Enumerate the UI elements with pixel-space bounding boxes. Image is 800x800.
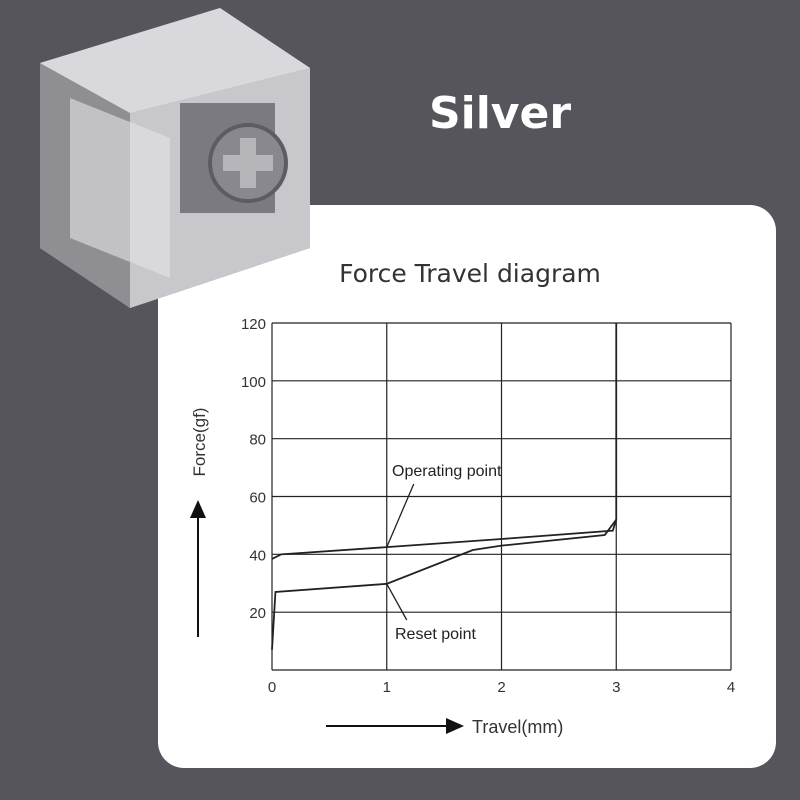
reset-point-leader	[386, 583, 408, 621]
x-axis-label: Travel(mm)	[472, 717, 563, 737]
y-axis-label-group: Force(gf)	[190, 408, 209, 637]
y-tick-label: 60	[249, 490, 266, 507]
chart-card	[158, 205, 776, 768]
x-tick-label: 1	[383, 679, 391, 696]
y-tick-label: 80	[249, 432, 266, 449]
operating-curve	[271, 323, 618, 560]
y-tick-label: 120	[241, 316, 266, 333]
x-tick-label: 4	[727, 679, 735, 696]
reset-curve	[271, 519, 617, 650]
arrow-up-icon	[190, 500, 206, 518]
y-tick-label: 100	[241, 374, 266, 391]
x-tick-label: 0	[268, 679, 276, 696]
y-axis-label: Force(gf)	[190, 408, 209, 477]
arrow-right-icon	[446, 718, 464, 734]
x-tick-label: 3	[612, 679, 620, 696]
reset-point-label: Reset point	[395, 626, 476, 643]
keyboard-switch-image	[40, 8, 310, 308]
x-tick-label: 2	[497, 679, 505, 696]
chart-title: Force Travel diagram	[339, 259, 601, 288]
y-tick-label: 40	[249, 547, 266, 564]
operating-point-leader	[386, 483, 415, 548]
operating-point-label: Operating point	[392, 463, 502, 480]
product-title: Silver	[428, 88, 572, 139]
x-axis-label-group: Travel(mm)	[326, 717, 563, 737]
y-tick-label: 20	[249, 605, 266, 622]
